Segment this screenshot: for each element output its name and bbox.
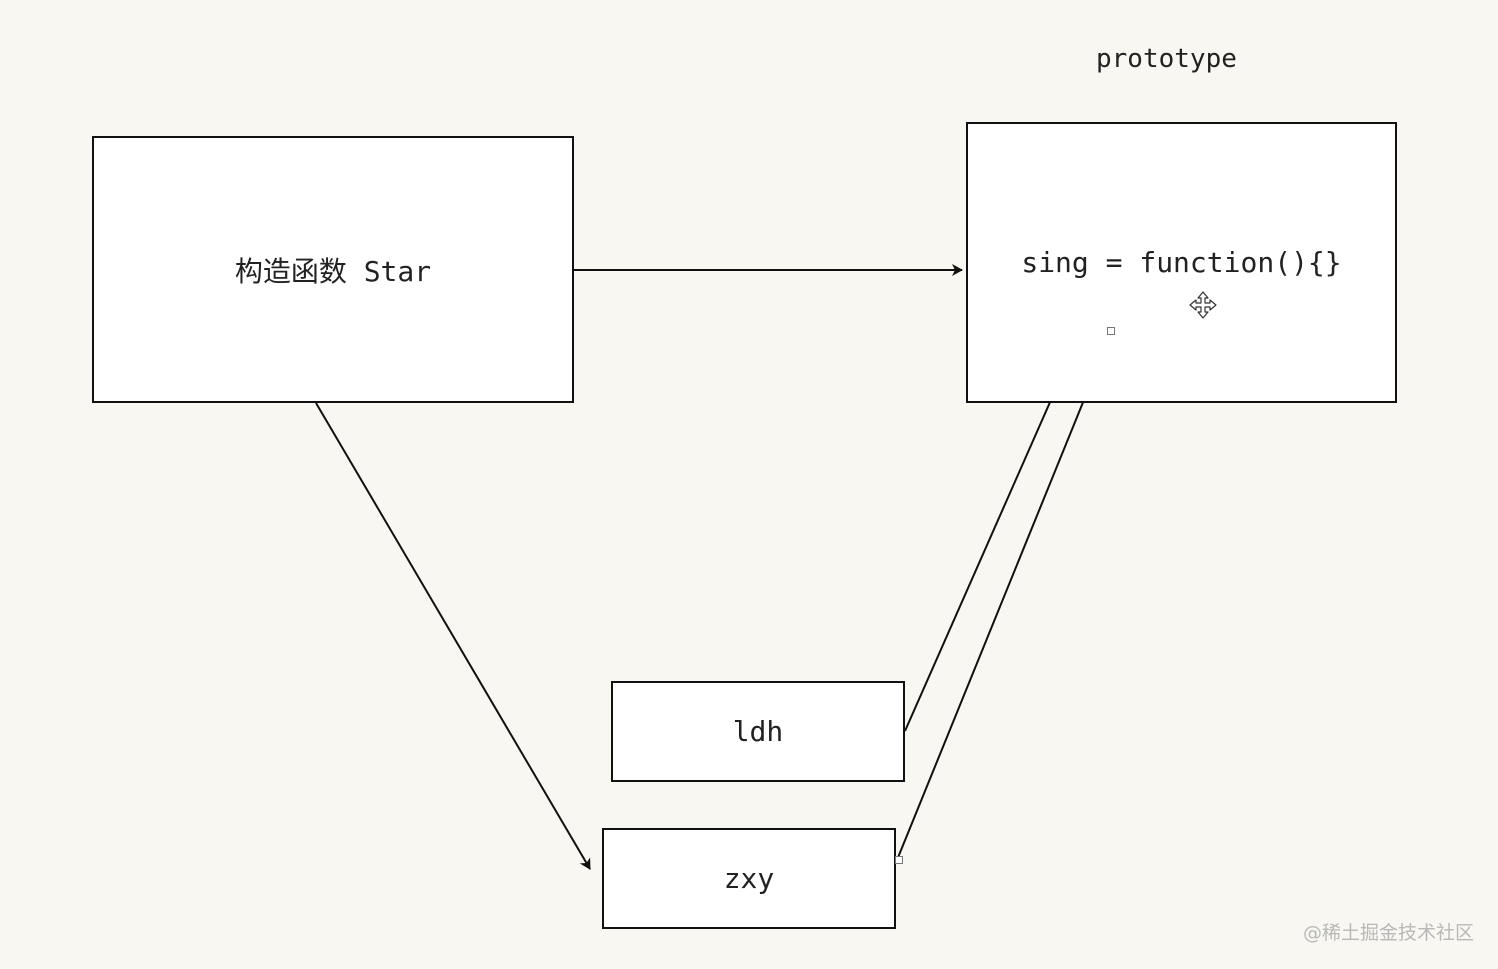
instance-label-zxy: zxy [723,862,775,895]
selection-handle[interactable] [1107,327,1115,335]
instance-node-zxy[interactable]: zxy [602,828,896,929]
constructor-node[interactable]: 构造函数 Star [92,136,574,403]
instance-label-ldh: ldh [732,715,784,748]
arrow-zxy-to-prototype [896,330,1114,861]
arrow-ldh-to-prototype [904,340,1079,732]
selection-handle[interactable] [895,856,903,864]
instance-node-ldh[interactable]: ldh [611,681,905,782]
watermark: @稀土掘金技术社区 [1302,922,1474,944]
arrow-constructor-to-zxy [315,402,591,870]
prototype-title: prototype [1096,44,1237,74]
prototype-method-label: sing = function(){} [1021,246,1342,279]
move-cursor-icon [1189,291,1217,319]
prototype-node[interactable]: sing = function(){} [966,122,1397,403]
constructor-label: 构造函数 Star [234,254,432,288]
